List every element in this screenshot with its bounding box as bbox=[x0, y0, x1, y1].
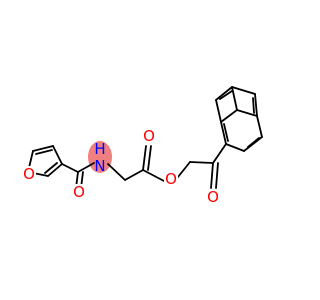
svg-text:O: O bbox=[23, 165, 35, 183]
svg-text:O: O bbox=[143, 127, 155, 145]
svg-text:O: O bbox=[73, 183, 85, 201]
naphthalene bbox=[215, 86, 263, 152]
svg-text:O: O bbox=[165, 170, 177, 188]
furan-oxygen-label: O bbox=[22, 165, 36, 183]
furan-ring bbox=[27, 145, 63, 177]
ester-carbonyl-oxygen-label: O bbox=[142, 127, 156, 145]
svg-text:H: H bbox=[94, 140, 105, 158]
svg-text:O: O bbox=[207, 188, 219, 206]
ester-oxygen-label: O bbox=[164, 170, 178, 188]
structure-canvas: O O H N O O O bbox=[22, 86, 263, 206]
svg-text:N: N bbox=[94, 157, 105, 175]
ketone-oxygen-label: O bbox=[206, 188, 220, 206]
molecule-drawing: O O H N O O O bbox=[22, 86, 263, 206]
amide-oxygen-label: O bbox=[72, 183, 86, 201]
nh-highlight bbox=[88, 141, 112, 173]
amide-chain bbox=[61, 143, 227, 189]
nh-label: H N bbox=[94, 140, 105, 175]
